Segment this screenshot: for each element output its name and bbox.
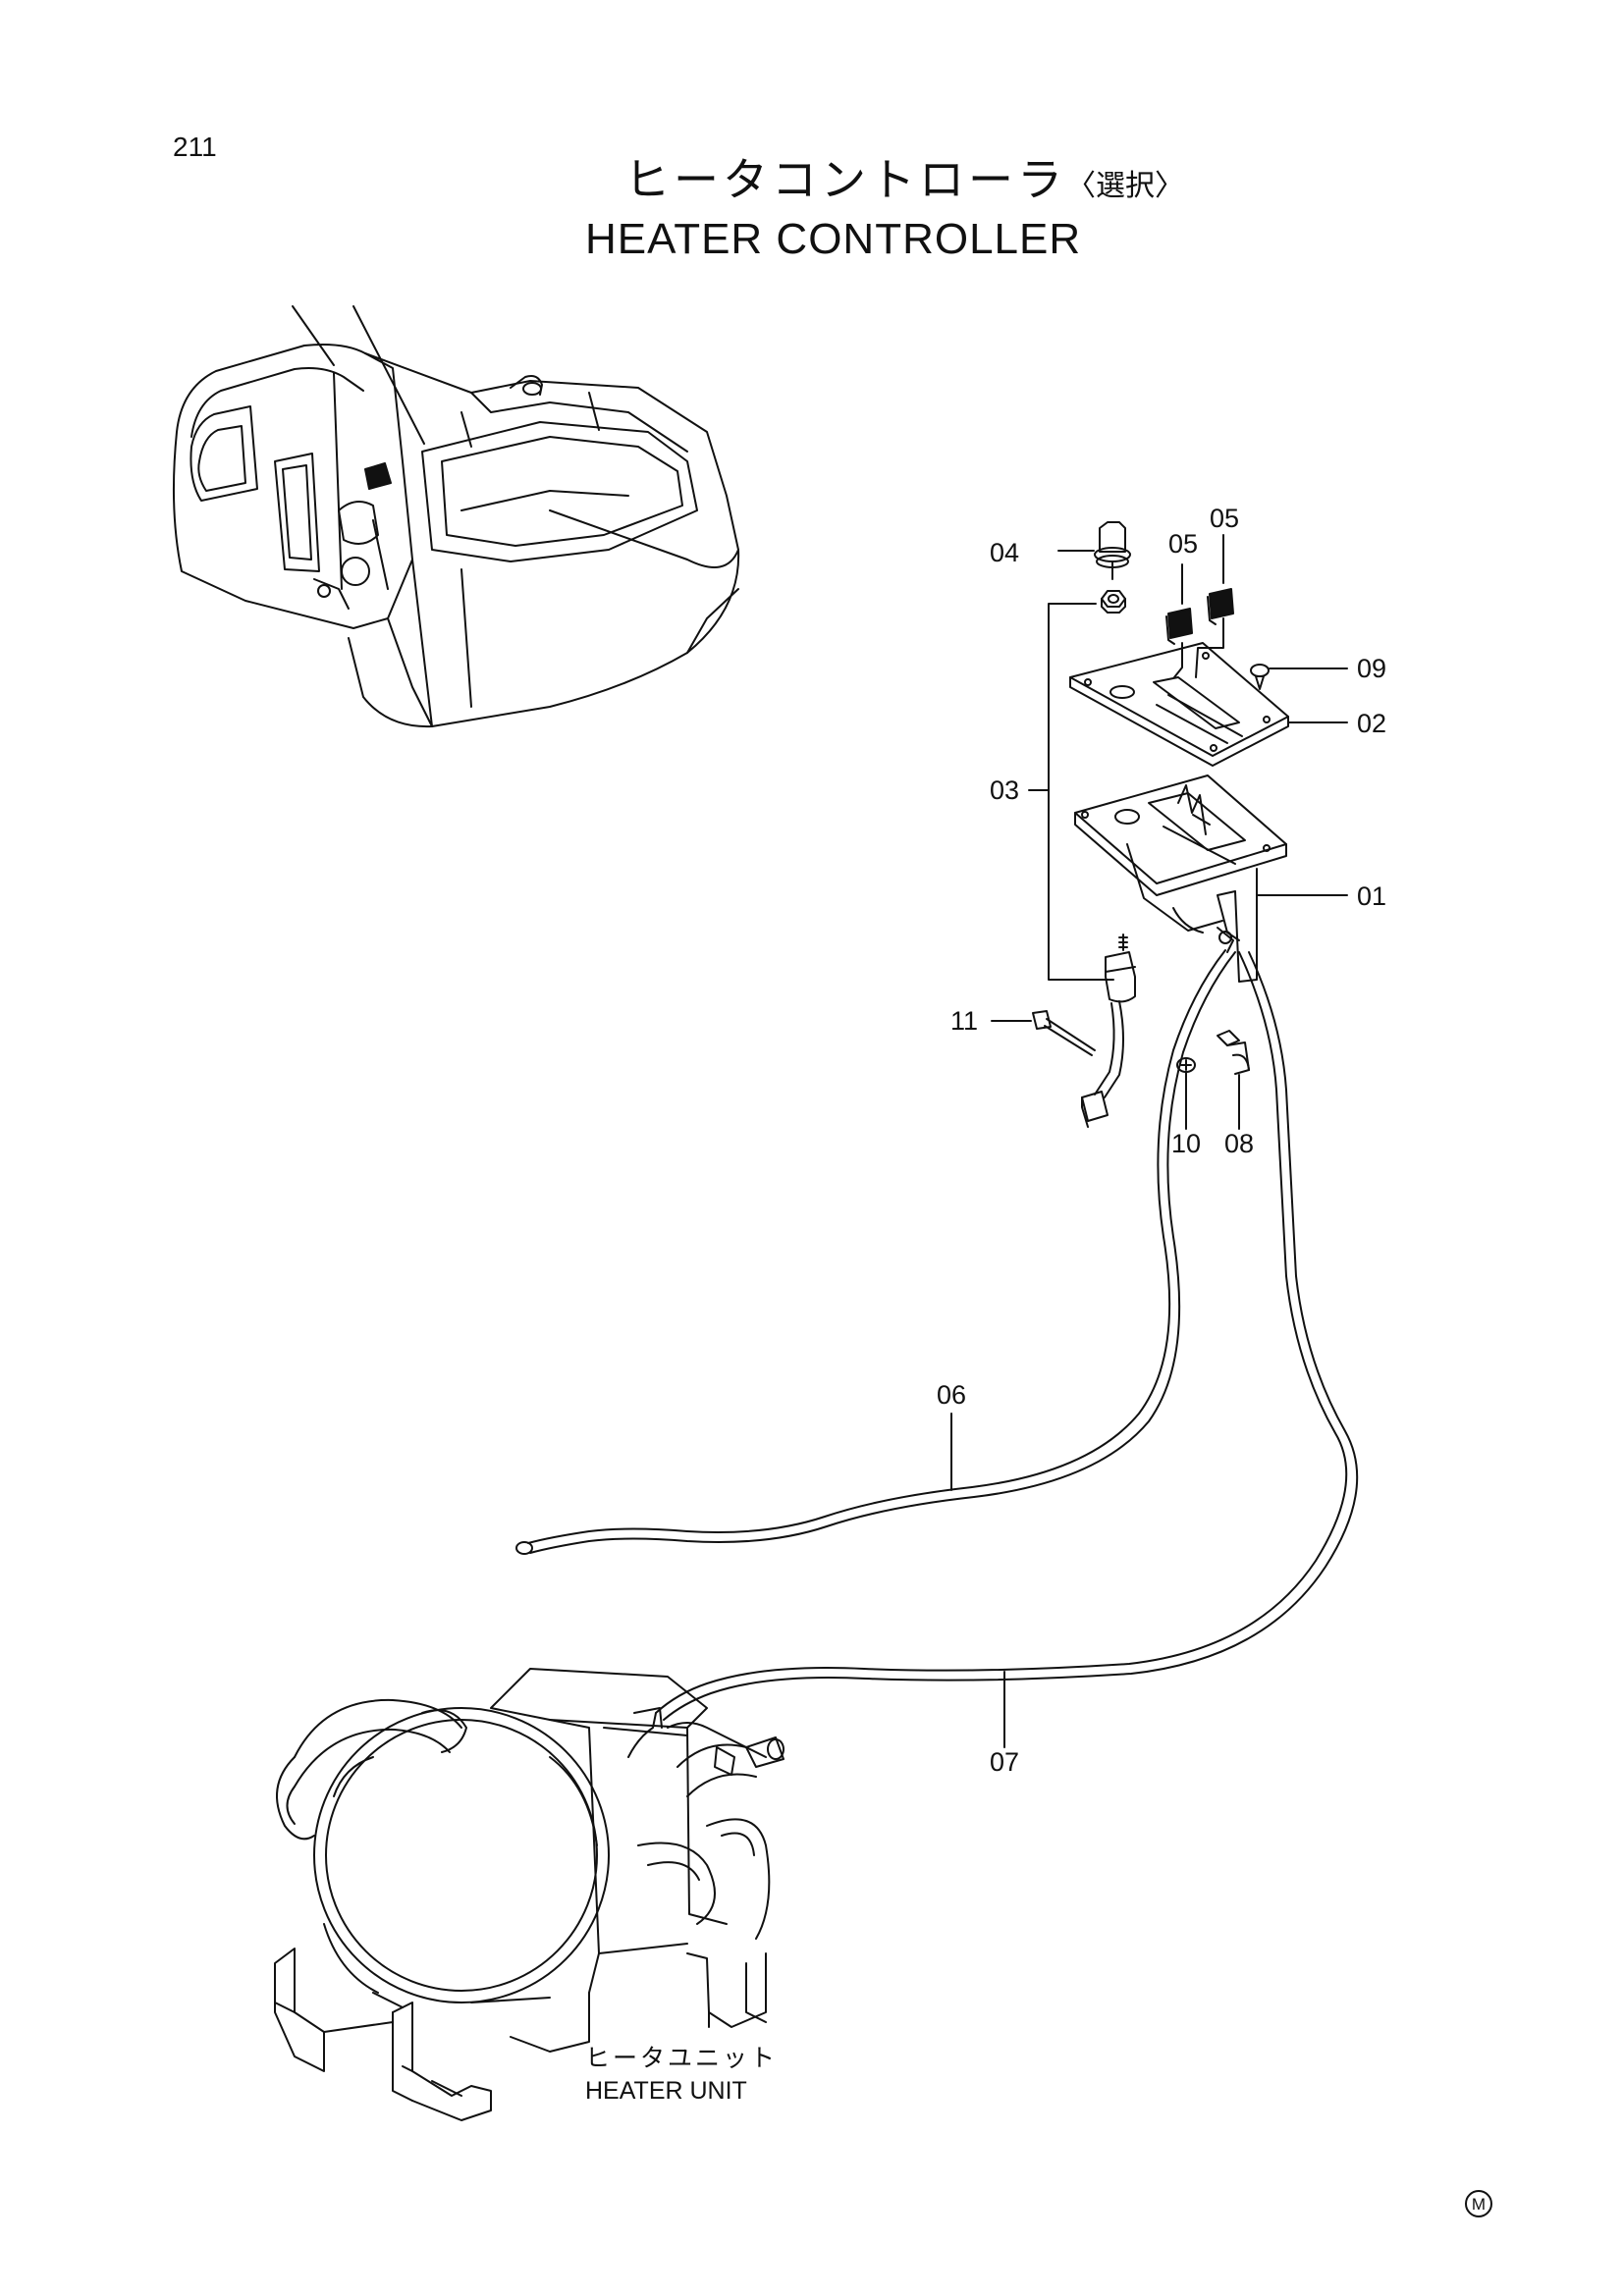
page-number: 211 [173,132,217,162]
cable-clamp-08 [1217,1031,1249,1129]
callout-07: 07 [990,1747,1020,1777]
switch-cap-05 [1166,535,1233,644]
leader-line-03 [1029,604,1113,980]
control-knob-04 [1058,522,1130,579]
callout-01: 01 [1357,881,1387,911]
callout-05-right: 05 [1210,504,1240,533]
screw-09 [1251,665,1347,689]
mounting-bracket-01 [1075,775,1347,982]
title-japanese-note: 〈選択〉 [1066,170,1184,202]
heater-unit-label-japanese: ヒータユニット [585,2045,779,2072]
control-cable-06 [516,950,1235,1554]
switch-assembly-03 [1082,934,1135,1127]
cover-plate-02 [1070,618,1347,766]
heater-unit-label-english: HEATER UNIT [585,2077,747,2105]
callout-09: 09 [1357,654,1387,683]
control-cable-07 [656,952,1357,1747]
page-title-english: HEATER CONTROLLER [585,215,1082,263]
callout-02: 02 [1357,709,1387,738]
heater-unit-illustration [275,1669,784,2120]
page-title-japanese: ヒータコントローラ〈選択〉 [624,157,1184,202]
title-japanese-main: ヒータコントローラ [624,154,1066,205]
manufacturer-mark [1466,2191,1491,2216]
callout-08: 08 [1224,1129,1255,1158]
cable-tie-11 [992,1011,1095,1055]
callout-11: 11 [950,1006,979,1036]
screw-10 [1177,1058,1195,1129]
callout-05-left: 05 [1168,529,1199,559]
manufacturer-mark-letter: M [1472,2195,1486,2214]
callout-10: 10 [1171,1129,1202,1158]
callout-03: 03 [990,775,1020,805]
callout-04: 04 [990,538,1020,567]
nut-03 [1102,591,1125,613]
callout-06: 06 [937,1380,967,1410]
excavator-overview-illustration [174,306,738,726]
